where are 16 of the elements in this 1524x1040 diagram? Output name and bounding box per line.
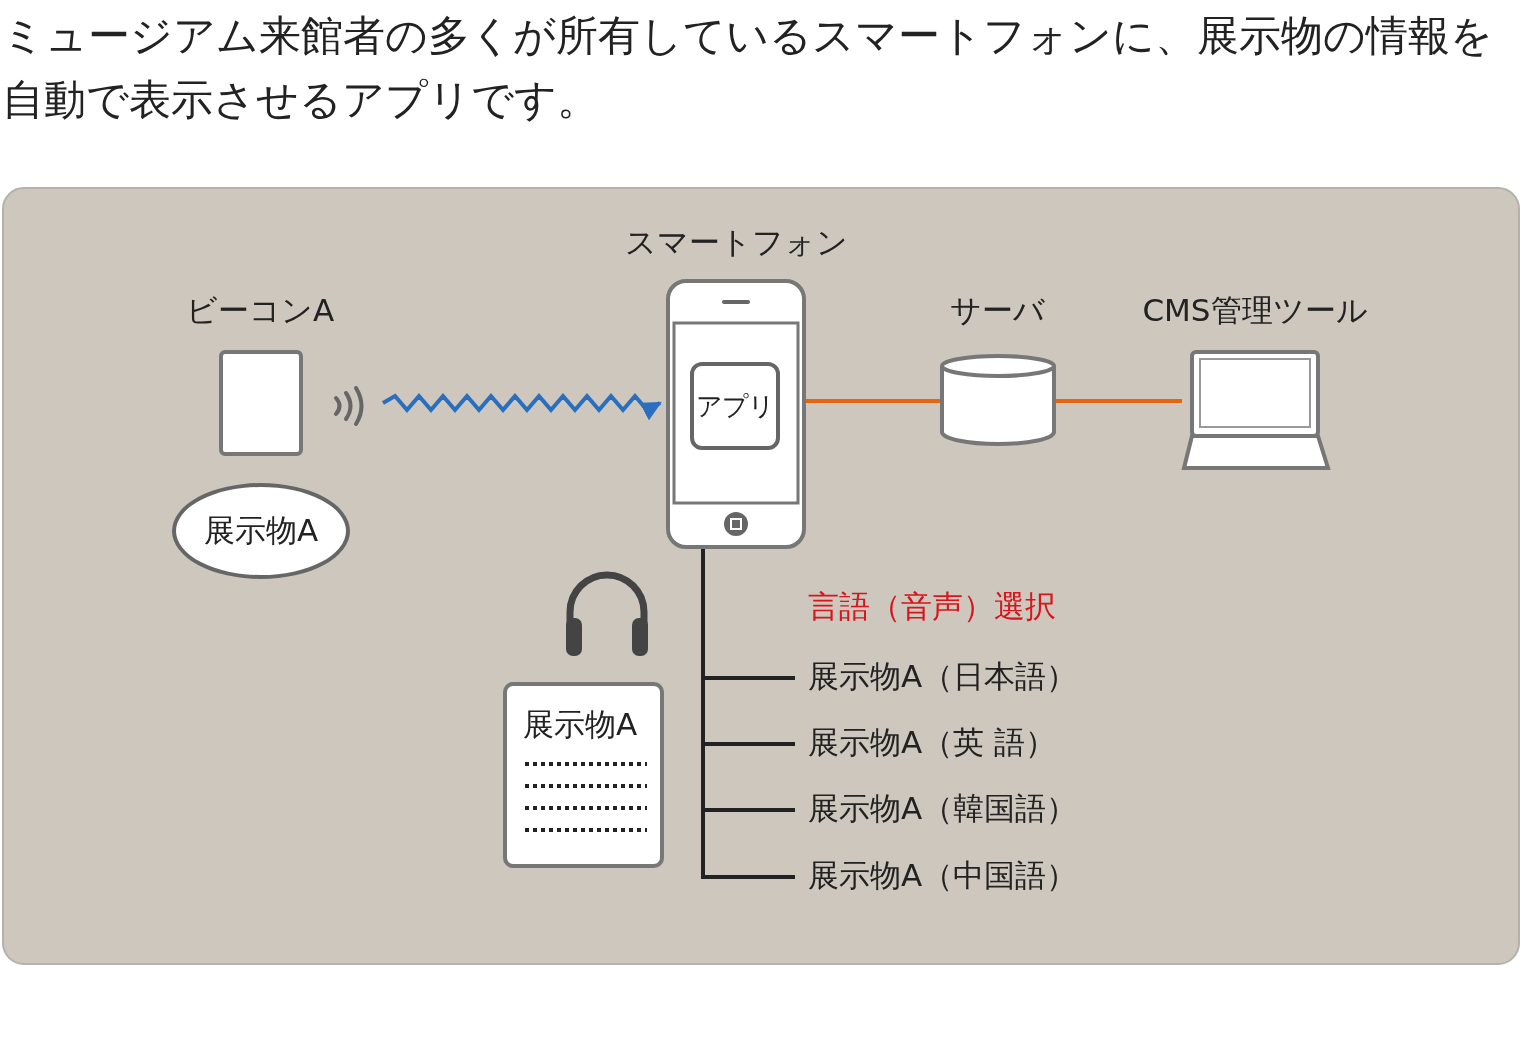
connector-line <box>1056 399 1182 403</box>
wavy-arrow <box>382 392 662 421</box>
language-option: 展示物A（英 語） <box>808 722 1057 764</box>
exhibit-card: 展示物A <box>503 682 664 868</box>
language-option: 展示物A（韓国語） <box>808 788 1078 830</box>
connector-line <box>806 399 940 403</box>
language-option: 展示物A（中国語） <box>808 855 1078 897</box>
heading: ビーコンA <box>184 291 336 330</box>
language-option: 展示物A（日本語） <box>808 656 1078 698</box>
note-label: 言語（音声）選択 <box>808 587 1056 626</box>
connector-line <box>701 549 795 879</box>
app-box: アプリ <box>690 362 780 450</box>
heading: CMS管理ツール <box>1141 291 1369 330</box>
heading: スマートフォン <box>625 223 845 262</box>
title: ミュージアム来館者の多くが所有しているスマートフォンに、展示物の情報を自動で表示させるアプリです。 <box>2 10 1494 126</box>
heading: サーバ <box>949 291 1046 330</box>
